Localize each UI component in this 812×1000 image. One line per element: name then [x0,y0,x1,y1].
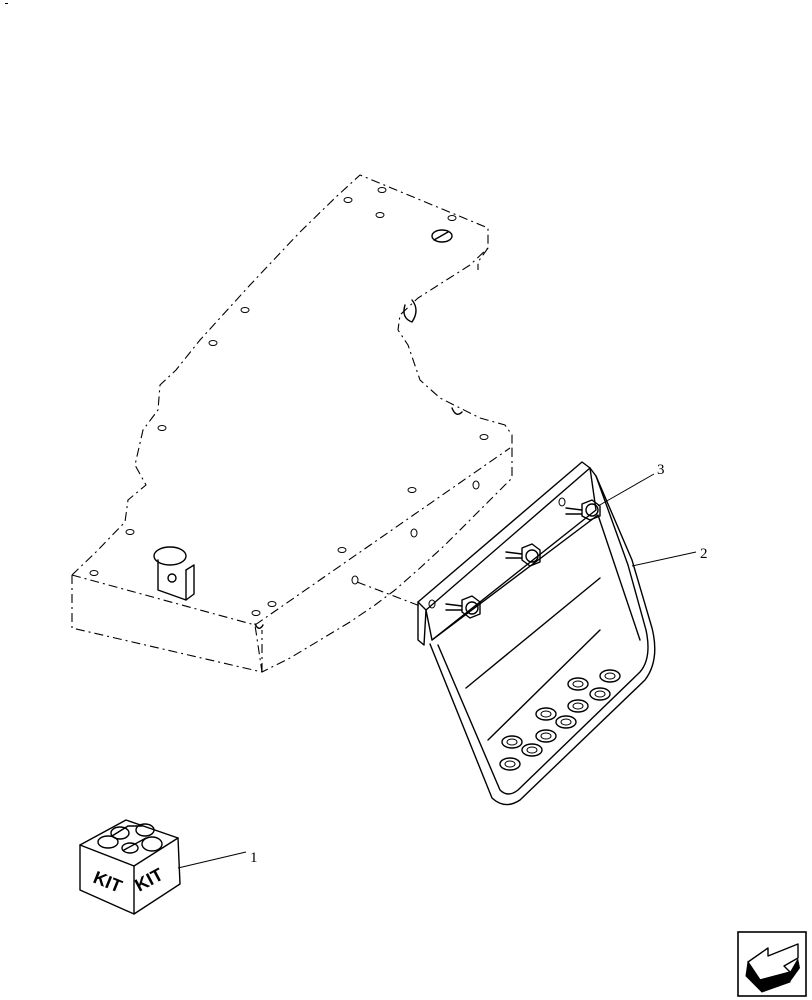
plate-pivot-top [431,229,453,243]
callout-1: 1 [177,850,258,869]
frame-plate-phantom [71,174,513,673]
step-assembly [417,461,656,806]
direction-arrow-icon [737,931,807,997]
callout-label-2: 2 [700,546,708,562]
callout-label-3: 3 [657,462,665,478]
plate-bracket-tab [153,546,195,601]
bolt-middle [505,543,541,567]
bolt-upper [565,499,601,521]
callout-2: 2 [631,546,708,567]
kit-label-right: KIT [131,864,166,895]
plate-holes [89,187,489,616]
kit-box-icon: KIT KIT [79,819,181,915]
kit-label-left: KIT [91,867,125,896]
callout-label-1: 1 [250,850,258,866]
callout-3: 3 [597,462,665,507]
bolts [445,499,601,619]
alignment-line [356,581,421,607]
bolt-lower [445,595,481,619]
step-floor-holes [499,669,621,771]
plate-slot [254,623,264,629]
corner-mark [5,3,8,4]
